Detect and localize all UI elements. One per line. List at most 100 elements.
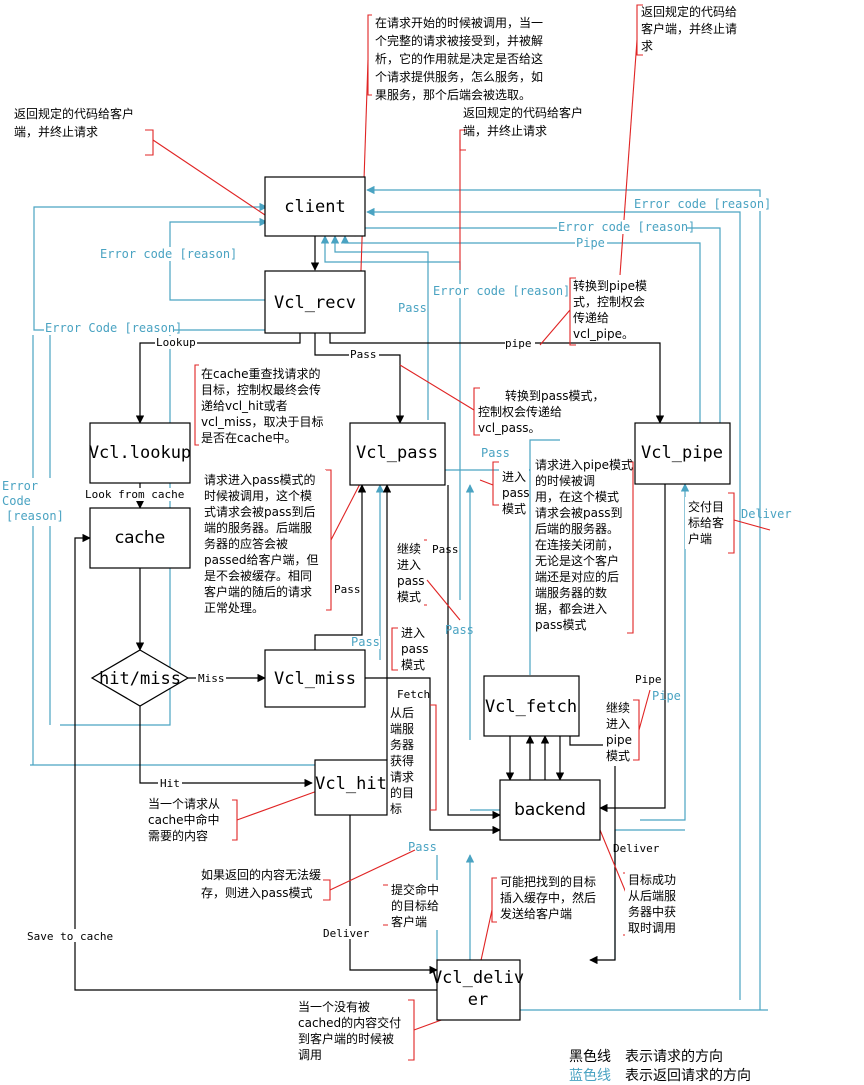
- edge-label-deliver-backend: Deliver: [613, 842, 660, 855]
- note-pipe-desc-line-8: 端还是对应的后: [535, 569, 619, 584]
- note-to-pass-line-2: 控制权会传递给: [478, 404, 562, 419]
- note-no-cache-line-2: 存，则进入pass模式: [201, 886, 312, 900]
- note-fetch-desc-line-5: 请求: [390, 770, 414, 784]
- note-lookup-line-4: vcl_miss，取决于目标: [201, 415, 324, 429]
- node-backend: backend: [499, 779, 601, 841]
- note-continue-pipe-line-4: 模式: [606, 749, 630, 763]
- note-pipe-desc: 请求进入pipe模式 的时候被调 用，在这个模式 请求会被pass到 后端的服务…: [532, 457, 633, 632]
- note-top-center-line-4: 个请求提供服务，怎么服务，如: [375, 69, 543, 84]
- note-lookup-line-1: 在cache重查找请求的: [201, 366, 321, 381]
- node-backend-label: backend: [514, 800, 586, 820]
- node-vcl-hit-label: Vcl_hit: [315, 774, 387, 794]
- legend-black-text: 表示请求的方向: [625, 1049, 723, 1065]
- node-cache: cache: [89, 507, 191, 569]
- note-continue-pipe-line-2: 进入: [606, 717, 630, 731]
- edge-label-miss: Miss: [198, 672, 225, 685]
- edge-label-pass-lookup-right: Pass: [432, 543, 459, 556]
- note-top-center: 在请求开始的时候被调用，当一 个完整的请求被接受到，并被解 析，它的作用就是决定…: [372, 12, 543, 102]
- note-pipe-desc-line-6: 在连接关闭前，: [535, 537, 619, 552]
- edge-labels: Lookup Pass pipe Look from cache Miss Hi…: [25, 336, 662, 943]
- note-pipe-desc-line-5: 后端的服务器。: [535, 521, 619, 536]
- node-vcl-fetch: Vcl_fetch: [483, 675, 580, 737]
- note-continue-pass-line-1: 继续: [397, 542, 421, 556]
- node-client-label: client: [284, 197, 345, 217]
- return-label-pipe-fetch: Pipe: [652, 689, 681, 703]
- node-vcl-recv-label: Vcl_recv: [274, 293, 356, 313]
- node-vcl-deliver: Vcl_deliv er: [432, 959, 524, 1021]
- note-top-right-line-1: 返回规定的代码给: [641, 4, 737, 19]
- note-mid-top-line-2: 端，并终止请求: [463, 123, 547, 138]
- note-pass-desc-line-2: 时候被调用，这个模: [204, 488, 312, 503]
- note-enter-pass-1-line-1: 进入: [502, 470, 526, 484]
- note-top-right: 返回规定的代码给 客户端，并终止请 求: [641, 4, 737, 53]
- note-continue-pass: 继续 进入 pass 模式: [394, 538, 424, 606]
- note-lookup-line-5: 是否在cache中。: [201, 430, 297, 445]
- return-label-error-top: Error code [reason]: [634, 197, 771, 211]
- note-pass-desc-line-3: 式请求会被pass到后: [204, 505, 315, 519]
- note-enter-pass-2-line-3: 模式: [401, 658, 425, 672]
- return-label-error-pipe: Error code [reason]: [558, 220, 695, 234]
- edge-label-look-from-cache: Look from cache: [85, 488, 184, 501]
- note-fetch-success: 目标成功 从后端服 务器中获 取时调用: [625, 870, 683, 938]
- note-may-cache-line-2: 插入缓存中，然后: [500, 890, 596, 905]
- return-labels: Error code [reason] Error code [reason] …: [0, 197, 792, 854]
- note-to-pipe: 转换到pipe模 式，控制权会 传递给 vcl_pipe。: [573, 278, 647, 341]
- edge-label-deliver-hit: Deliver: [323, 927, 370, 940]
- note-fetch-success-line-1: 目标成功: [628, 873, 676, 887]
- return-label-error-recv: Error code [reason]: [100, 247, 237, 261]
- note-enter-pass-2-line-2: pass: [401, 642, 428, 656]
- return-label-error-left-1: Error: [2, 479, 38, 493]
- note-fetch-desc-line-4: 获得: [390, 753, 414, 768]
- note-deliver-desc-line-2: cached的内容交付: [298, 1015, 401, 1030]
- edge-label-pipe-right: Pipe: [635, 673, 662, 686]
- return-label-pass-miss: Pass: [351, 635, 380, 649]
- node-vcl-recv: Vcl_recv: [264, 270, 366, 334]
- node-client: client: [264, 176, 366, 237]
- note-deliver-client-line-1: 交付目: [688, 499, 724, 514]
- note-pipe-desc-line-4: 请求会被pass到: [535, 506, 622, 520]
- return-label-pass-hit: Pass: [408, 840, 437, 854]
- note-may-cache-line-1: 可能把找到的目标: [500, 874, 596, 889]
- note-hit-desc-line-2: cache中命中: [148, 812, 220, 827]
- note-mid-top: 返回规定的代码给客户 端，并终止请求: [463, 105, 583, 138]
- note-lookup-line-2: 目标，控制权最终会传: [201, 382, 321, 397]
- node-vcl-fetch-label: Vcl_fetch: [485, 697, 577, 717]
- edge-label-lookup: Lookup: [156, 336, 196, 349]
- node-vcl-miss-label: Vcl_miss: [274, 669, 356, 689]
- edge-label-hit: Hit: [160, 777, 180, 790]
- note-fetch-desc-line-1: 从后: [390, 706, 414, 720]
- note-pass-desc-line-5: 务器的应答会被: [204, 536, 288, 551]
- node-vcl-hit: Vcl_hit: [314, 759, 388, 816]
- note-may-cache-line-3: 发送给客户端: [500, 906, 572, 921]
- note-pipe-desc-line-1: 请求进入pipe模式: [535, 458, 633, 472]
- note-deliver-client-line-2: 标给客: [688, 515, 724, 530]
- note-deliver-desc-line-4: 调用: [298, 1048, 322, 1062]
- note-pipe-desc-line-7: 无论是这个客户: [535, 553, 619, 568]
- legend-blue-text: 表示返回请求的方向: [625, 1068, 751, 1084]
- legend-black-label: 黑色线: [569, 1048, 611, 1065]
- note-top-left: 返回规定的代码给客户 端，并终止请求: [14, 106, 134, 139]
- note-deliver-client-line-3: 户端: [688, 531, 712, 546]
- note-pipe-desc-line-10: 据，都会进入: [535, 602, 607, 616]
- note-pass-desc-line-8: 客户端的随后的请求: [204, 584, 312, 599]
- note-pass-desc-line-7: 是不会被缓存。相同: [204, 569, 312, 583]
- note-to-pass-line-3: vcl_pass。: [478, 421, 541, 435]
- edge-label-pass-recv: Pass: [350, 348, 377, 361]
- notes: 在请求开始的时候被调用，当一 个完整的请求被接受到，并被解 析，它的作用就是决定…: [14, 4, 737, 1065]
- note-top-center-line-1: 在请求开始的时候被调用，当一: [375, 15, 543, 30]
- note-fetch-desc: 从后 端服 务器 获得 请求 的目 标: [388, 703, 428, 818]
- note-top-right-line-2: 客户端，并终止请: [641, 21, 737, 36]
- node-cache-label: cache: [115, 528, 165, 548]
- note-top-left-line-2: 端，并终止请求: [14, 124, 98, 139]
- note-deliver-desc-line-1: 当一个没有被: [298, 999, 370, 1014]
- note-pipe-desc-line-3: 用，在这个模式: [535, 489, 619, 504]
- edge-label-pass-cache: Pass: [334, 583, 361, 596]
- return-label-pass-pass-2: Pass: [445, 623, 474, 637]
- note-enter-pass-1-line-3: 模式: [502, 502, 526, 516]
- note-enter-pass-1-line-2: pass: [502, 486, 529, 500]
- node-vcl-pipe: Vcl_pipe: [634, 422, 731, 485]
- note-deliver-client: 交付目 标给客 户端: [685, 497, 729, 549]
- edge-label-pipe-recv: pipe: [505, 337, 532, 350]
- note-submit-line-3: 客户端: [391, 914, 427, 929]
